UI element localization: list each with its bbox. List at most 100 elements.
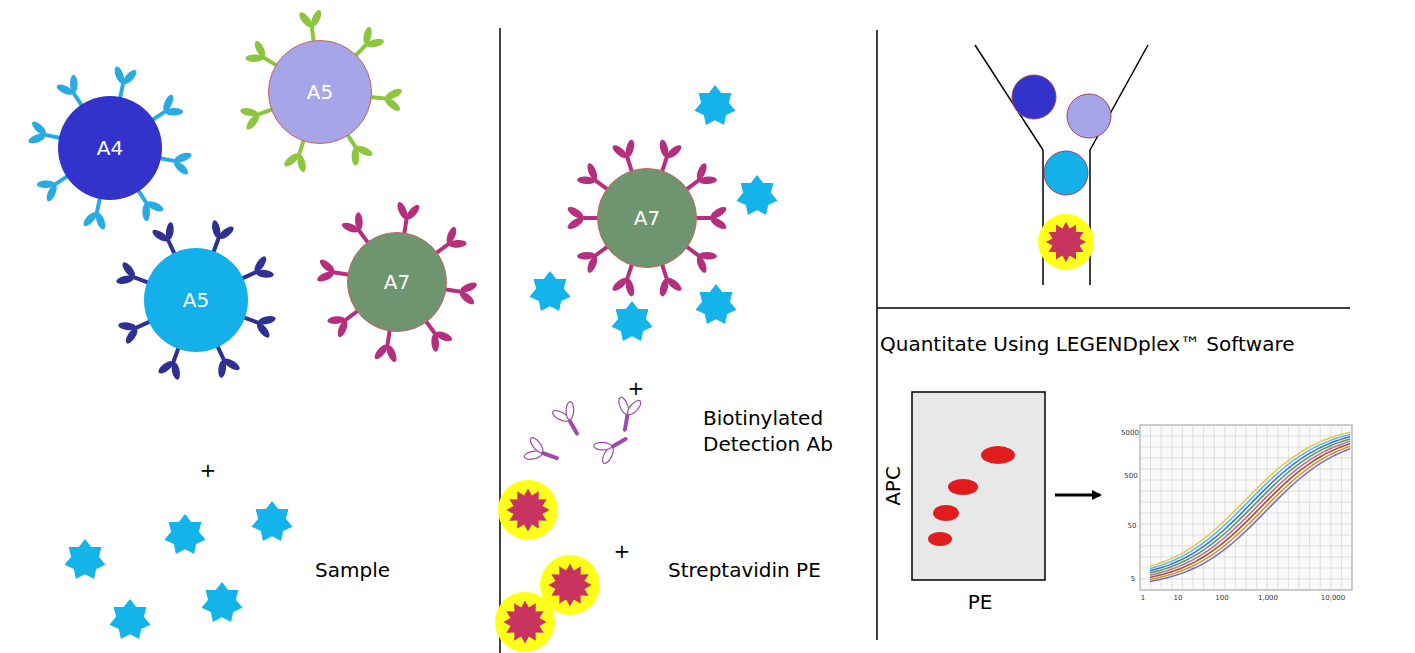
antibody (528, 436, 545, 455)
antibody (625, 415, 628, 430)
grid-line (1140, 425, 1352, 426)
grid-line (1140, 491, 1352, 492)
tick-label: 10,000 (1321, 595, 1346, 602)
grid-line (1140, 524, 1352, 525)
bead (1067, 94, 1111, 138)
grid-line (1224, 425, 1225, 590)
antibody (585, 162, 599, 182)
grid (1140, 425, 1352, 590)
flow-cell (975, 45, 1148, 285)
analyte (695, 85, 736, 125)
antibody (665, 143, 684, 160)
antibody (624, 139, 636, 158)
reagent-label: Streptavidin PE (668, 557, 821, 583)
antibody (217, 224, 236, 241)
antibody (30, 119, 48, 137)
divider (877, 307, 1350, 309)
streptavidin-pe (498, 480, 558, 540)
antibody (372, 343, 389, 362)
analyte (202, 582, 243, 622)
bead-label: A7 (384, 270, 410, 294)
antibody (70, 75, 78, 93)
antibody (695, 255, 709, 275)
grid-line (1140, 557, 1352, 558)
bead-label: A7 (634, 206, 660, 230)
antibody (365, 37, 384, 49)
grid-line (1140, 469, 1352, 470)
antibody (625, 398, 643, 416)
grid-line (1140, 502, 1352, 503)
tick-label: 100 (1215, 595, 1228, 602)
antibody (217, 345, 223, 359)
pe-fluor (503, 600, 546, 643)
bead: A5 (268, 40, 372, 144)
antibody (255, 321, 272, 340)
axis-label: APC (880, 466, 906, 506)
antibody (709, 215, 728, 231)
standard-curve-chart (1140, 425, 1352, 590)
tick-label: 5000 (1121, 430, 1139, 437)
standard-curve (1150, 439, 1350, 573)
antibody (566, 401, 574, 419)
antibody (613, 439, 626, 447)
standard-curve (1150, 449, 1350, 582)
reagent-label: Biotinylated Detection Ab (703, 405, 868, 457)
streptavidin-pe (495, 592, 555, 652)
antibody (695, 216, 710, 220)
antibody (577, 251, 595, 260)
antibody (444, 289, 459, 291)
grid-line (1140, 590, 1352, 591)
grid-line (1299, 425, 1300, 590)
antibody (156, 359, 175, 376)
antibody (120, 260, 137, 279)
divider (499, 28, 501, 653)
antibody (662, 264, 667, 278)
antibody (686, 246, 698, 255)
antibody (370, 97, 385, 98)
antibody (566, 205, 585, 221)
pe-fluor (548, 563, 591, 606)
analyte (110, 599, 151, 639)
grid-line (1203, 425, 1204, 590)
grid-line (1277, 425, 1278, 590)
grid-line (1140, 579, 1352, 580)
bead-label: A5 (307, 80, 333, 104)
antibody (97, 197, 100, 212)
antibody (240, 107, 259, 118)
grid-line (1140, 546, 1352, 547)
grid-line (1235, 425, 1236, 590)
analyte (696, 284, 737, 324)
tick-label: 5 (1131, 576, 1135, 583)
antibody (347, 134, 355, 147)
antibody (217, 359, 227, 378)
bead-cluster (928, 446, 1015, 546)
analyte (65, 539, 106, 579)
antibody (699, 176, 717, 185)
plus-sign: + (200, 457, 217, 483)
bead: A4 (58, 96, 162, 200)
axis-label: PE (968, 589, 993, 615)
pe-fluor (506, 488, 549, 531)
analyte (165, 514, 206, 554)
antibody (165, 108, 183, 116)
antibody (159, 158, 174, 161)
bead (1012, 75, 1056, 119)
antibody (282, 151, 301, 168)
antibody (37, 180, 55, 188)
bead-label: A4 (97, 136, 123, 160)
antibody (165, 222, 175, 241)
tick-label: 1,000 (1258, 595, 1278, 602)
grid-line (1171, 425, 1172, 590)
analyte (530, 271, 571, 311)
antibody (543, 453, 557, 458)
grid-line (1140, 436, 1352, 437)
antibody (309, 9, 323, 29)
streptavidin-pe (1038, 214, 1094, 270)
antibody (253, 39, 268, 58)
sample-label: Sample (315, 557, 390, 583)
antibody (611, 276, 630, 293)
bead-label: A5 (183, 288, 209, 312)
antibody (327, 316, 346, 325)
antibody (121, 68, 139, 86)
antibody (658, 278, 670, 297)
